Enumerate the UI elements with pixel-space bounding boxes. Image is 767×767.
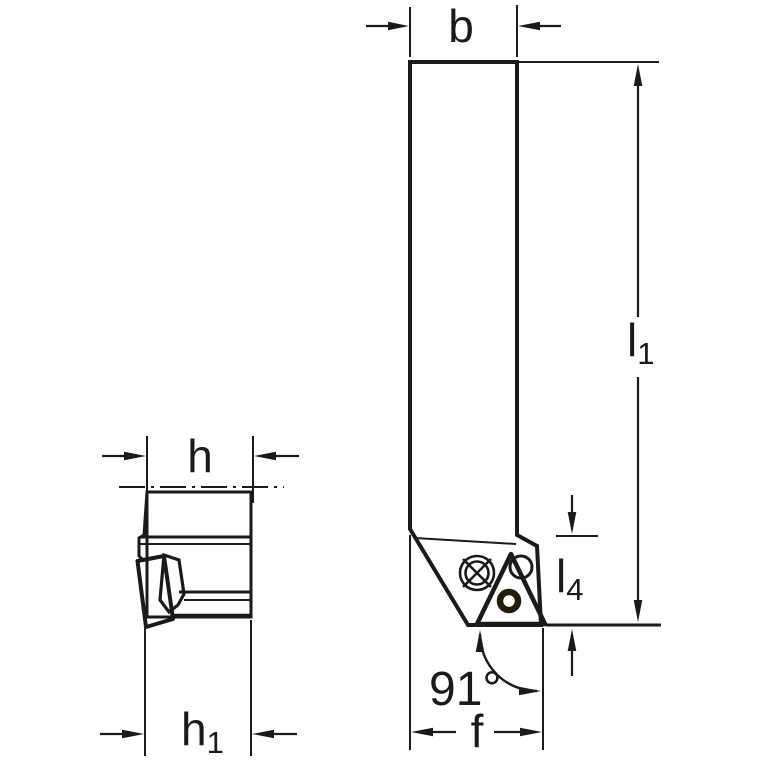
- angle-arrow-right: [519, 686, 541, 696]
- side-body-left-step: [137, 491, 149, 562]
- insert-hole-ring: [496, 588, 522, 614]
- b-arrow-left: [388, 21, 409, 31]
- clamp-screw: [458, 554, 496, 592]
- f-arrow-right: [520, 727, 542, 737]
- b-label: b: [448, 0, 474, 52]
- dim-angle: 91°: [429, 630, 541, 716]
- l1-arrow-top: [633, 64, 643, 86]
- dim-h: h: [102, 430, 299, 503]
- h1-arrow-right: [252, 729, 274, 739]
- side-view: h h1: [100, 430, 299, 760]
- l4-arrow-down: [567, 512, 577, 534]
- side-insert-edge: [135, 554, 175, 629]
- dim-l1: l1: [519, 61, 659, 622]
- shank-and-head: [408, 60, 544, 627]
- h1-label: h1: [181, 703, 224, 760]
- dim-l4: l4: [556, 495, 598, 676]
- angle-arrow-up: [475, 630, 485, 652]
- l4-label: l4: [556, 550, 583, 607]
- b-arrow-right: [518, 21, 540, 31]
- h-arrow-right: [254, 451, 276, 461]
- head-top-face-line: [414, 537, 517, 545]
- h1-arrow-left: [122, 729, 144, 739]
- angle-label: 91°: [429, 663, 502, 716]
- side-clamp: [158, 552, 186, 615]
- h-arrow-left: [124, 451, 146, 461]
- l4-arrow-up: [567, 629, 577, 651]
- dim-b: b: [366, 0, 561, 57]
- clamp-screw-outer: [458, 554, 496, 592]
- h-label: h: [187, 430, 213, 482]
- f-arrow-left: [411, 727, 433, 737]
- front-view: b l1 l4 91°: [366, 0, 661, 757]
- dim-f: f: [409, 535, 544, 757]
- f-label: f: [471, 705, 484, 757]
- dim-h1: h1: [100, 620, 297, 760]
- insert-triangle: [474, 551, 548, 627]
- clamp-screw-inner: [464, 560, 490, 586]
- insert-hole-center: [503, 595, 515, 607]
- l1-label: l1: [627, 314, 654, 371]
- l1-arrow-bottom: [633, 600, 643, 622]
- clamp-screw-cross-2: [462, 558, 492, 588]
